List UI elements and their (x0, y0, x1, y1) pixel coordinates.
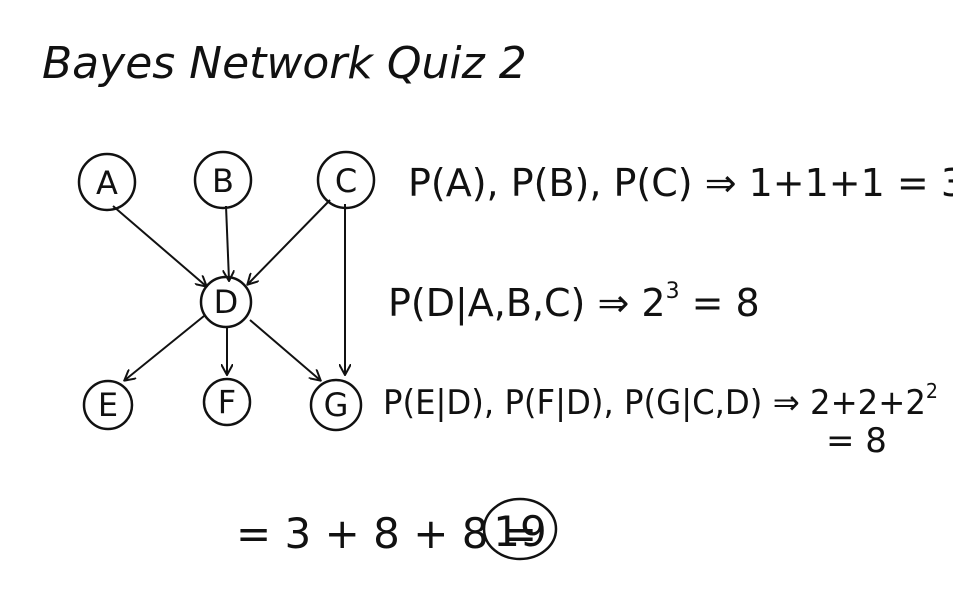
equation-line-2: P(D|A,B,C) ⇒ 23 = 8 (388, 279, 760, 326)
node-a (77, 152, 137, 212)
node-g (309, 378, 363, 432)
node-label-b: B (212, 162, 234, 200)
edge-a-d (112, 205, 206, 286)
total: = 3 + 8 + 8 = 19 (236, 497, 558, 561)
node-label-e: E (98, 386, 118, 424)
nodes (77, 150, 376, 432)
edge-d-g (249, 319, 320, 380)
node-label-c: C (335, 162, 357, 200)
total-answer: 19 (493, 507, 546, 556)
node-labels: A B C D E F G (96, 162, 357, 424)
equation-line-3: P(E|D), P(F|D), P(G|C,D) ⇒ 2+2+22 (383, 379, 938, 423)
node-label-f: F (218, 383, 236, 421)
node-d (199, 275, 253, 329)
node-label-g: G (324, 386, 349, 424)
edges (112, 199, 345, 380)
node-b (193, 150, 253, 210)
edge-d-e (125, 315, 205, 380)
node-label-a: A (96, 164, 118, 202)
equation-line-1: P(A), P(B), P(C) ⇒ 1+1+1 = 3 (408, 161, 953, 205)
answer-circle (482, 497, 558, 561)
node-f (202, 377, 252, 427)
total-expression: = 3 + 8 + 8 = (236, 509, 537, 558)
edge-b-d (226, 205, 229, 280)
node-c (316, 150, 376, 210)
edge-c-d (248, 199, 331, 284)
node-e (82, 379, 134, 431)
page-title: Bayes Network Quiz 2 (42, 38, 527, 89)
equation-line-3b: = 8 (826, 421, 887, 461)
node-label-d: D (214, 283, 239, 321)
equations: P(A), P(B), P(C) ⇒ 1+1+1 = 3 P(D|A,B,C) … (383, 161, 953, 461)
